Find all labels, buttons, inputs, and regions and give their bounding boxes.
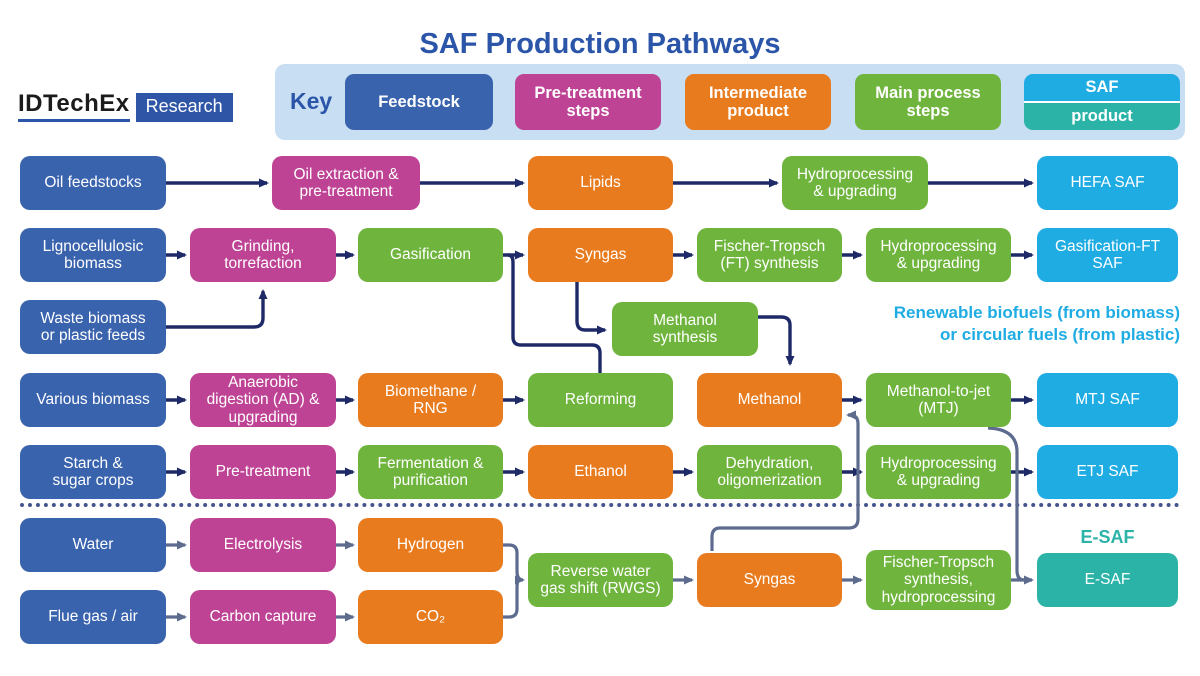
node-oil-feedstocks: Oil feedstocks [20,156,166,210]
node-lipids: Lipids [528,156,673,210]
node-e-saf: E-SAF [1037,553,1178,607]
node-ft-synthesis: Fischer-Tropsch (FT) synthesis [697,228,842,282]
node-co2: CO₂ [358,590,503,644]
node-electrolysis: Electrolysis [190,518,336,572]
legend-key-label: Key [290,88,333,114]
section-divider-dotted-line [20,503,1180,507]
node-hefa-saf: HEFA SAF [1037,156,1178,210]
page-title: SAF Production Pathways [419,28,781,60]
node-grinding: Grinding, torrefaction [190,228,336,282]
node-various-biomass: Various biomass [20,373,166,427]
node-methanol-to-jet: Methanol-to-jet (MTJ) [866,373,1011,427]
node-oil-extraction: Oil extraction & pre-treatment [272,156,420,210]
node-lignocellulosic: Lignocellulosic biomass [20,228,166,282]
node-reforming: Reforming [528,373,673,427]
node-fermentation: Fermentation & purification [358,445,503,499]
idtechex-logo: IDTechEx Research [18,90,233,122]
renewable-fuels-annotation: Renewable biofuels (from biomass) or cir… [893,303,1180,344]
node-gasification-ft-saf: Gasification-FT SAF [1037,228,1178,282]
node-starch-sugar-crops: Starch & sugar crops [20,445,166,499]
node-anaerobic-digestion: Anaerobic digestion (AD) & upgrading [190,373,336,427]
node-hydroprocessing-2: Hydroprocessing & upgrading [866,228,1011,282]
node-syngas-1: Syngas [528,228,673,282]
node-mtj-saf: MTJ SAF [1037,373,1178,427]
node-waste-biomass: Waste biomass or plastic feeds [20,300,166,354]
key-saf-bottom: product [1024,102,1180,130]
node-syngas-2: Syngas [697,553,842,607]
node-dehydration: Dehydration, oligomerization [697,445,842,499]
node-key-intermediate: Intermediate product [685,74,831,130]
node-key-feedstock: Feedstock [345,74,493,130]
node-hydroprocessing-3: Hydroprocessing & upgrading [866,445,1011,499]
node-ethanol: Ethanol [528,445,673,499]
node-pre-treatment: Pre-treatment [190,445,336,499]
node-biomethane-rng: Biomethane / RNG [358,373,503,427]
node-flue-gas-air: Flue gas / air [20,590,166,644]
node-rwgs: Reverse water gas shift (RWGS) [528,553,673,607]
node-methanol: Methanol [697,373,842,427]
node-carbon-capture: Carbon capture [190,590,336,644]
node-hydrogen: Hydrogen [358,518,503,572]
node-water: Water [20,518,166,572]
node-ft-hydroprocessing: Fischer-Tropsch synthesis, hydroprocessi… [866,550,1011,610]
node-key-mainprocess: Main process steps [855,74,1001,130]
esaf-section-label: E-SAF [1080,527,1135,547]
legend-saf-product: SAF product [1024,74,1180,130]
node-key-pretreatment: Pre-treatment steps [515,74,661,130]
logo-brand-text: IDTechEx [18,90,130,122]
node-methanol-synthesis: Methanol synthesis [612,302,758,356]
node-etj-saf: ETJ SAF [1037,445,1178,499]
node-gasification: Gasification [358,228,503,282]
key-saf-top: SAF [1024,74,1180,102]
node-hydroprocessing-1: Hydroprocessing & upgrading [782,156,928,210]
logo-research-badge: Research [135,93,233,122]
